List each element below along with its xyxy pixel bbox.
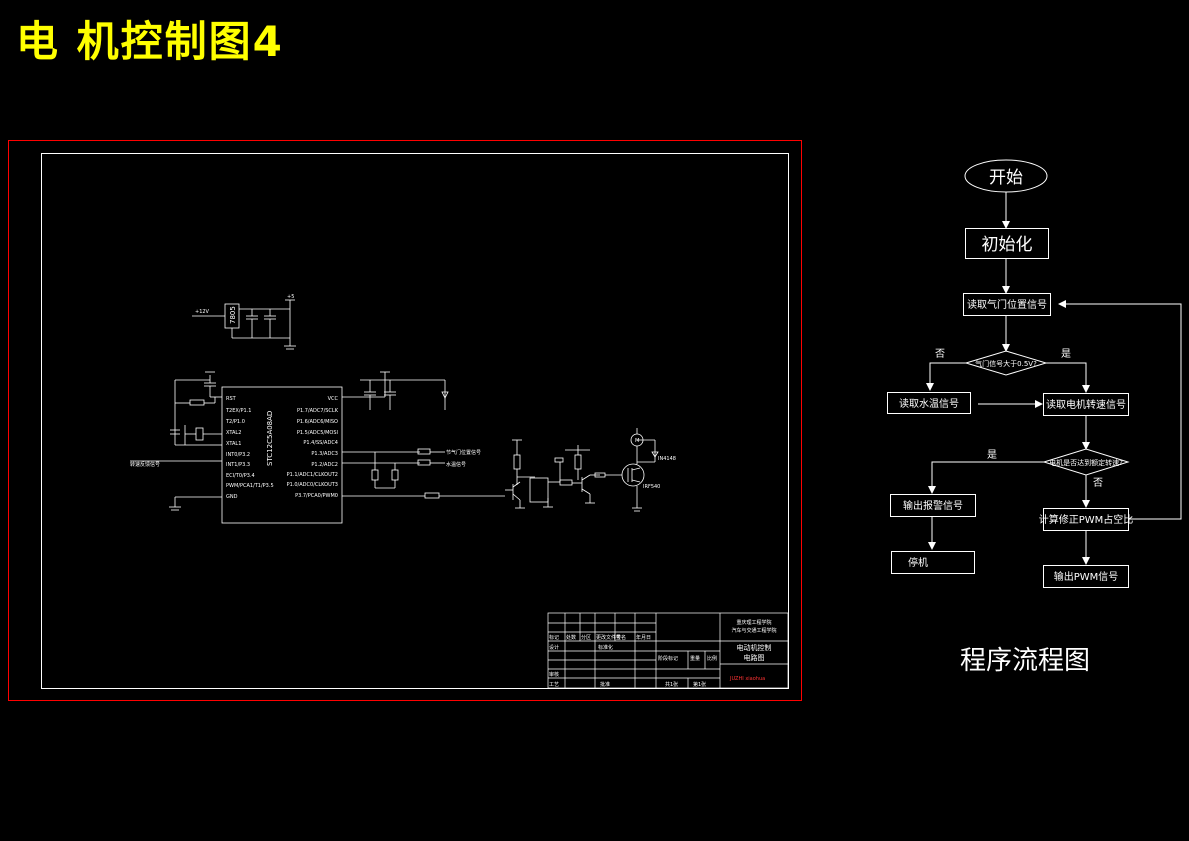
flow-alarm bbox=[890, 494, 976, 517]
mcu-left-pin: INT1/P3.3 bbox=[226, 462, 250, 468]
flow-read-throttle-label: 读取气门位置信号 bbox=[967, 298, 1047, 311]
mcu-right-pin: P1.5/ADC5/MOSI bbox=[297, 430, 338, 436]
mcu-right-pin: P1.7/ADC7/SCLK bbox=[297, 408, 339, 414]
flow-yes-2: 是 bbox=[987, 449, 997, 461]
designer-mark: JUZHI xiaohua bbox=[729, 676, 765, 682]
driver-section bbox=[505, 428, 659, 512]
mcu-left-pin: T2EX/P1.1 bbox=[225, 408, 251, 414]
mcu-left-pin: XTAL1 bbox=[226, 441, 241, 447]
mosfet-irf540 bbox=[621, 463, 645, 487]
drawing-name: 电动机控制 bbox=[737, 643, 772, 652]
flow-init-label: 初始化 bbox=[982, 235, 1033, 255]
flow-decision-2-label: 电机是否达到额定转速? bbox=[1049, 458, 1123, 467]
flow-decision-2 bbox=[1042, 448, 1130, 476]
flow-init bbox=[965, 228, 1049, 259]
flow-yes-1: 是 bbox=[1061, 348, 1071, 360]
flowchart bbox=[887, 159, 1182, 588]
mcu-right-pin: P1.4/SS/ADC4 bbox=[303, 440, 338, 446]
stage-mark-label: 阶段标记 bbox=[658, 655, 678, 662]
crystal bbox=[195, 427, 204, 441]
page-title: 电 机控制图4 bbox=[16, 17, 284, 66]
mcu-left-pin: RST bbox=[226, 396, 237, 402]
school-label: 重庆理工程学院 bbox=[736, 619, 771, 626]
row-label: 签名 bbox=[616, 634, 626, 641]
mosfet-label: IRF540 bbox=[643, 484, 660, 490]
flow-no-1: 否 bbox=[935, 348, 945, 360]
mcu-right-pin: P1.2/ADC2 bbox=[311, 462, 338, 468]
sheet-no: 第1张 bbox=[693, 681, 706, 688]
reset-crystal-section bbox=[130, 371, 222, 511]
flow-read-temp bbox=[887, 392, 971, 414]
mcu-left-pin: PWM/PCA1/T1/P3.5 bbox=[226, 483, 274, 489]
mcu-left-pin: GND bbox=[226, 494, 238, 500]
speed-feedback-label: 转速反馈信号 bbox=[130, 461, 160, 468]
flowchart-labels: 开始 初始化 读取气门位置信号 气门信号大于0.5V? 否 是 读取水温信号 读… bbox=[899, 168, 1133, 583]
flow-decision-1-label: 气门信号大于0.5V? bbox=[975, 359, 1037, 368]
power-supply-section bbox=[192, 299, 296, 350]
mcu-left-pin: ECI/T0/P3.4 bbox=[226, 473, 255, 479]
mcu-right-pin: P1.1/ADC1/CLKOUT2 bbox=[287, 472, 338, 478]
schematic-labels: +12V 7805 +5 STC12C5A08AD RST T2EX/P1.1 … bbox=[130, 294, 676, 500]
supply-5v-label: +5 bbox=[287, 294, 294, 300]
supply-in-label: +12V bbox=[195, 309, 210, 315]
mcu-right-pin: P3.7/PCA0/PWM0 bbox=[295, 493, 338, 499]
flow-read-temp-label: 读取水温信号 bbox=[899, 397, 959, 410]
process-label: 工艺 bbox=[549, 682, 559, 688]
throttle-signal-label: 节气门位置信号 bbox=[446, 449, 481, 456]
title-block-text: 重庆理工程学院 汽车与交通工程学院 电动机控制 电路图 设计 标准化 审核 工艺… bbox=[549, 619, 777, 688]
mcu-right-pin: P1.0/ADC0/CLKOUT3 bbox=[287, 482, 338, 488]
row-label: 年月日 bbox=[636, 634, 651, 641]
row-label: 标记 bbox=[549, 634, 559, 641]
mcu-chip bbox=[221, 386, 343, 524]
scale-label: 比例 bbox=[707, 655, 717, 662]
regulator-label: 7805 bbox=[229, 306, 237, 324]
flow-calc-pwm bbox=[1043, 508, 1129, 531]
mcu-left-pin: T2/P1.0 bbox=[225, 419, 245, 425]
check-label: 审核 bbox=[549, 671, 559, 678]
optocoupler bbox=[529, 477, 549, 503]
diode-label: IN4148 bbox=[658, 456, 676, 462]
weight-label: 重量 bbox=[690, 655, 700, 662]
mcu-right-pin: VCC bbox=[328, 396, 339, 402]
mcu-left-pin: INT0/P3.2 bbox=[226, 452, 250, 458]
standard-label: 标准化 bbox=[598, 644, 613, 651]
flow-stop bbox=[891, 551, 975, 574]
flow-no-2: 否 bbox=[1093, 477, 1103, 489]
flow-stop-label: 停机 bbox=[908, 556, 928, 569]
flow-alarm-label: 输出报警信号 bbox=[903, 499, 963, 512]
sheet-inner-border bbox=[41, 153, 789, 689]
sheets-total: 共1张 bbox=[665, 681, 678, 688]
drawing-name-2: 电路图 bbox=[744, 653, 765, 662]
dept-label: 汽车与交通工程学院 bbox=[731, 627, 776, 634]
motor-label: M bbox=[635, 438, 639, 444]
mcu-right-pin: P1.3/ADC3 bbox=[311, 451, 338, 457]
mcu-right-wiring bbox=[342, 371, 505, 499]
sheet-outer-border bbox=[8, 140, 802, 701]
schematic bbox=[130, 299, 659, 524]
row-label: 处数 bbox=[566, 634, 576, 641]
mcu-right-pin: P1.6/ADC6/MISO bbox=[297, 419, 338, 425]
design-label: 设计 bbox=[549, 644, 559, 651]
approve-label: 批准 bbox=[600, 681, 610, 688]
flow-read-throttle bbox=[963, 293, 1051, 316]
flow-calc-pwm-label: 计算修正PWM占空比 bbox=[1039, 513, 1134, 526]
temp-signal-label: 水温信号 bbox=[446, 461, 466, 468]
flow-read-speed-label: 读取电机转速信号 bbox=[1046, 398, 1126, 411]
row-label: 更改文件号 bbox=[596, 634, 621, 641]
flow-output-pwm bbox=[1043, 565, 1129, 588]
flowchart-caption: 程序流程图 bbox=[960, 646, 1091, 676]
title-block bbox=[547, 612, 789, 689]
mcu-part-label: STC12C5A08AD bbox=[266, 411, 274, 466]
flow-output-pwm-label: 输出PWM信号 bbox=[1054, 570, 1119, 583]
mcu-left-pin: XTAL2 bbox=[226, 430, 241, 436]
flow-read-speed bbox=[1043, 393, 1129, 416]
flow-start-label: 开始 bbox=[989, 168, 1023, 188]
row-label: 分区 bbox=[581, 634, 591, 641]
